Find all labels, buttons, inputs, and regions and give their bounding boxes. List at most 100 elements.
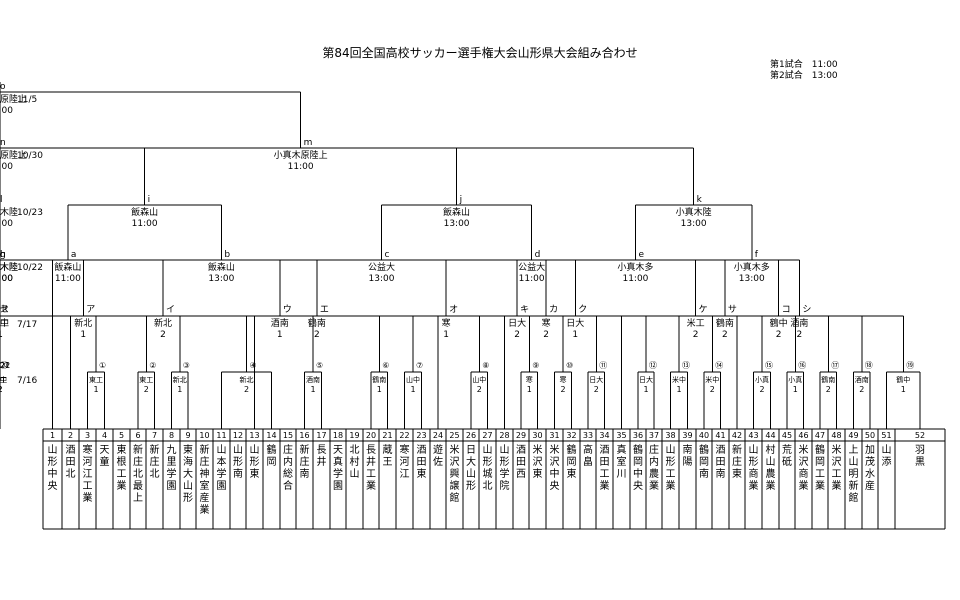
- round2-code: ケ: [699, 304, 708, 315]
- quarter-time: 11:00: [132, 219, 158, 229]
- team-name: 山: [666, 444, 676, 456]
- round1-number: 1: [901, 385, 906, 394]
- team-name: 鶴: [267, 443, 277, 456]
- round2-code: カ: [549, 304, 558, 315]
- team-name: 岡: [815, 456, 825, 468]
- team-number: 4: [102, 431, 107, 440]
- team-number: 28: [499, 431, 509, 440]
- team-name: 学: [500, 467, 510, 480]
- team-name: 鶴: [567, 443, 577, 456]
- round1-venue: 東工: [139, 375, 153, 384]
- round1-venue: 寒: [526, 375, 533, 384]
- team-name: 南: [699, 467, 709, 480]
- team-name: 村: [766, 443, 776, 456]
- team-name: 館: [849, 491, 859, 504]
- team-name: 東: [567, 467, 577, 480]
- team-name: 米: [832, 443, 842, 456]
- round2-venue: 鶴南: [716, 317, 734, 329]
- team-name: 商: [799, 467, 809, 480]
- quarter-time: 13:00: [444, 219, 470, 229]
- round16-venue: 公益大: [518, 261, 545, 273]
- team-name: 天: [100, 445, 110, 456]
- team-number: 46: [798, 431, 808, 440]
- round2-venue: 酒南: [271, 317, 289, 329]
- team-name: 北: [483, 480, 493, 492]
- round2-venue: 鶴中: [770, 317, 788, 329]
- team-name: 沢: [533, 455, 543, 468]
- semi-code: n: [0, 138, 6, 148]
- team-name: 岡: [567, 456, 577, 468]
- team-name: 農: [766, 467, 776, 480]
- date-quarter: 10/23: [17, 208, 43, 218]
- team-name: 中: [633, 467, 643, 480]
- match-time-2: 第2試合 13:00: [770, 71, 838, 81]
- team-name: 業: [117, 479, 127, 492]
- round1-number: 2: [560, 385, 565, 394]
- team-name: 内: [649, 455, 659, 468]
- team-number: 47: [815, 431, 825, 440]
- team-name: 室: [200, 479, 210, 492]
- round1-code: ⑯: [798, 361, 806, 370]
- team-name: 沢: [550, 455, 560, 468]
- round2-venue: 酒南: [790, 317, 808, 329]
- round1-number: 2: [826, 385, 831, 394]
- team-name: 黒: [915, 456, 925, 468]
- team-name: 茂: [865, 455, 875, 468]
- team-name: 業: [766, 479, 776, 492]
- team-name: 学: [167, 467, 177, 480]
- team-name: 岡: [699, 456, 709, 468]
- round1-venue: 鶴南: [821, 375, 835, 384]
- team-number: 45: [782, 431, 792, 440]
- quarter-venue: 小真木陸: [0, 206, 18, 218]
- team-name: 酒: [516, 444, 526, 456]
- round2-venue: 新北: [154, 317, 172, 329]
- team-name: 新: [133, 443, 143, 456]
- final-code: o: [0, 82, 6, 92]
- team-name: 工: [83, 481, 93, 492]
- team-name: 大: [183, 467, 193, 480]
- team-name: 中: [550, 467, 560, 480]
- team-number: 43: [748, 431, 758, 440]
- team-name: 岡: [267, 456, 277, 468]
- round1-code: ⑧: [482, 361, 489, 370]
- quarter-code: i: [148, 195, 151, 205]
- team-name: 業: [83, 491, 93, 504]
- quarter-code: l: [0, 195, 3, 205]
- team-name: 山: [250, 444, 260, 456]
- round2-number: 2: [797, 330, 803, 340]
- round2-number: 2: [722, 330, 728, 340]
- round2-venue: 寒: [442, 317, 451, 329]
- round1-venue: 酒南: [306, 375, 320, 384]
- team-name: 山: [233, 444, 243, 456]
- round2-venue: 寒: [542, 317, 551, 329]
- round1-venue: 小真: [788, 375, 802, 384]
- team-name: 山: [183, 480, 193, 492]
- team-name: 井: [317, 455, 327, 468]
- team-name: 南: [233, 467, 243, 480]
- team-name: 本: [217, 455, 227, 468]
- team-name: 形: [500, 456, 510, 468]
- round1-number: 2: [144, 385, 149, 394]
- team-name: 工: [815, 469, 825, 480]
- team-name: 産: [865, 479, 875, 492]
- round2-code: エ: [320, 305, 329, 315]
- round16-time: 13:00: [0, 274, 13, 284]
- round1-code: 21: [0, 361, 10, 370]
- round2-number: 1: [0, 330, 3, 340]
- team-name: 形: [183, 492, 193, 504]
- round1-number: 2: [477, 385, 482, 394]
- semi-venue: 小真木原陸上: [274, 149, 328, 161]
- team-name: 央: [550, 479, 560, 492]
- round2-code: コ: [782, 305, 791, 315]
- round1-code: ⑤: [316, 361, 323, 370]
- team-name: 形: [483, 456, 493, 468]
- round1-venue: 新北: [240, 375, 254, 384]
- round16-venue: 飯森山: [208, 261, 235, 273]
- date-final: 11/5: [17, 95, 38, 105]
- team-name: 新: [300, 443, 310, 456]
- team-name: 田: [600, 457, 610, 468]
- team-number: 1: [50, 431, 55, 440]
- team-number: 25: [449, 431, 459, 440]
- team-number: 44: [765, 431, 775, 440]
- team-number: 15: [283, 431, 293, 440]
